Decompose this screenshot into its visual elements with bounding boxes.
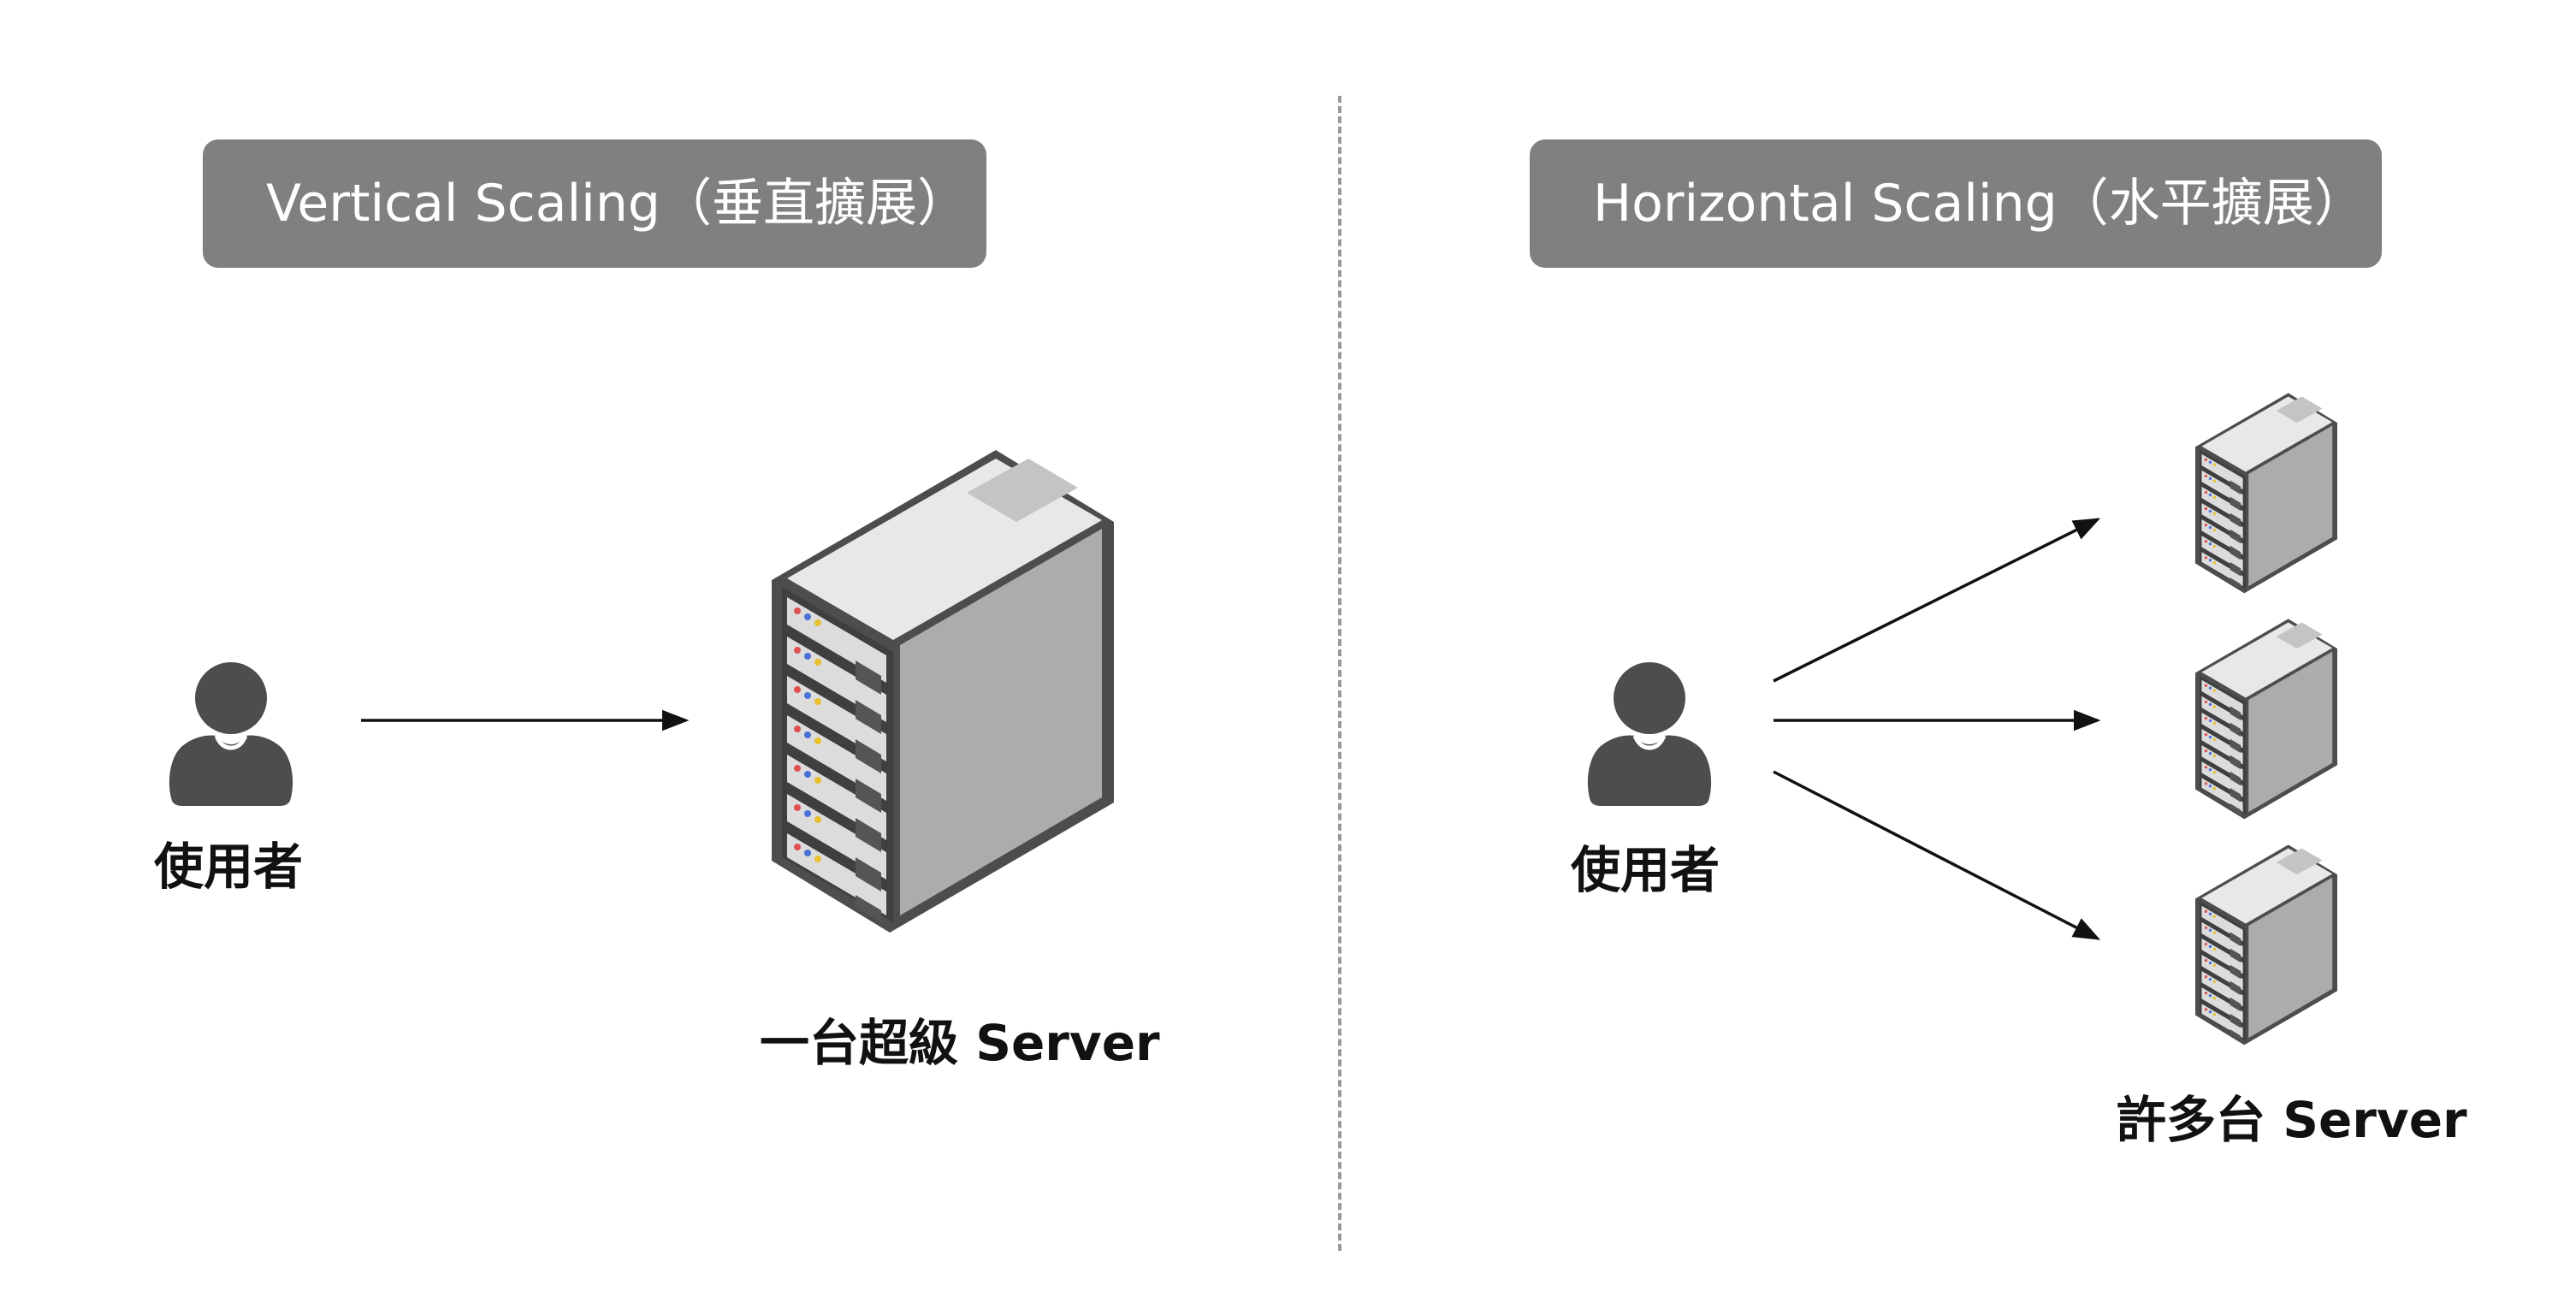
arrow-to-server-bottom (1773, 770, 2101, 940)
user-icon (1588, 662, 1711, 806)
server-icon (2195, 844, 2337, 1045)
server-icon (2195, 393, 2337, 594)
super-server-label: 一台超級 Server (760, 1014, 1160, 1072)
arrow-to-server-top (1773, 518, 2101, 683)
right-user-label: 使用者 (1571, 841, 1720, 899)
horizontal-scaling-title: Horizontal Scaling（水平擴展） (1530, 139, 2382, 268)
server-icon (2195, 619, 2337, 820)
left-user-label: 使用者 (154, 838, 304, 896)
vertical-scaling-title-text: Vertical Scaling（垂直擴展） (266, 174, 968, 234)
many-servers-label: 許多台 Server (2117, 1091, 2467, 1149)
server-icon (772, 450, 1114, 933)
user-icon (169, 662, 293, 806)
vertical-scaling-title: Vertical Scaling（垂直擴展） (203, 139, 986, 268)
horizontal-scaling-title-text: Horizontal Scaling（水平擴展） (1593, 174, 2366, 234)
section-divider (1338, 96, 1341, 1251)
